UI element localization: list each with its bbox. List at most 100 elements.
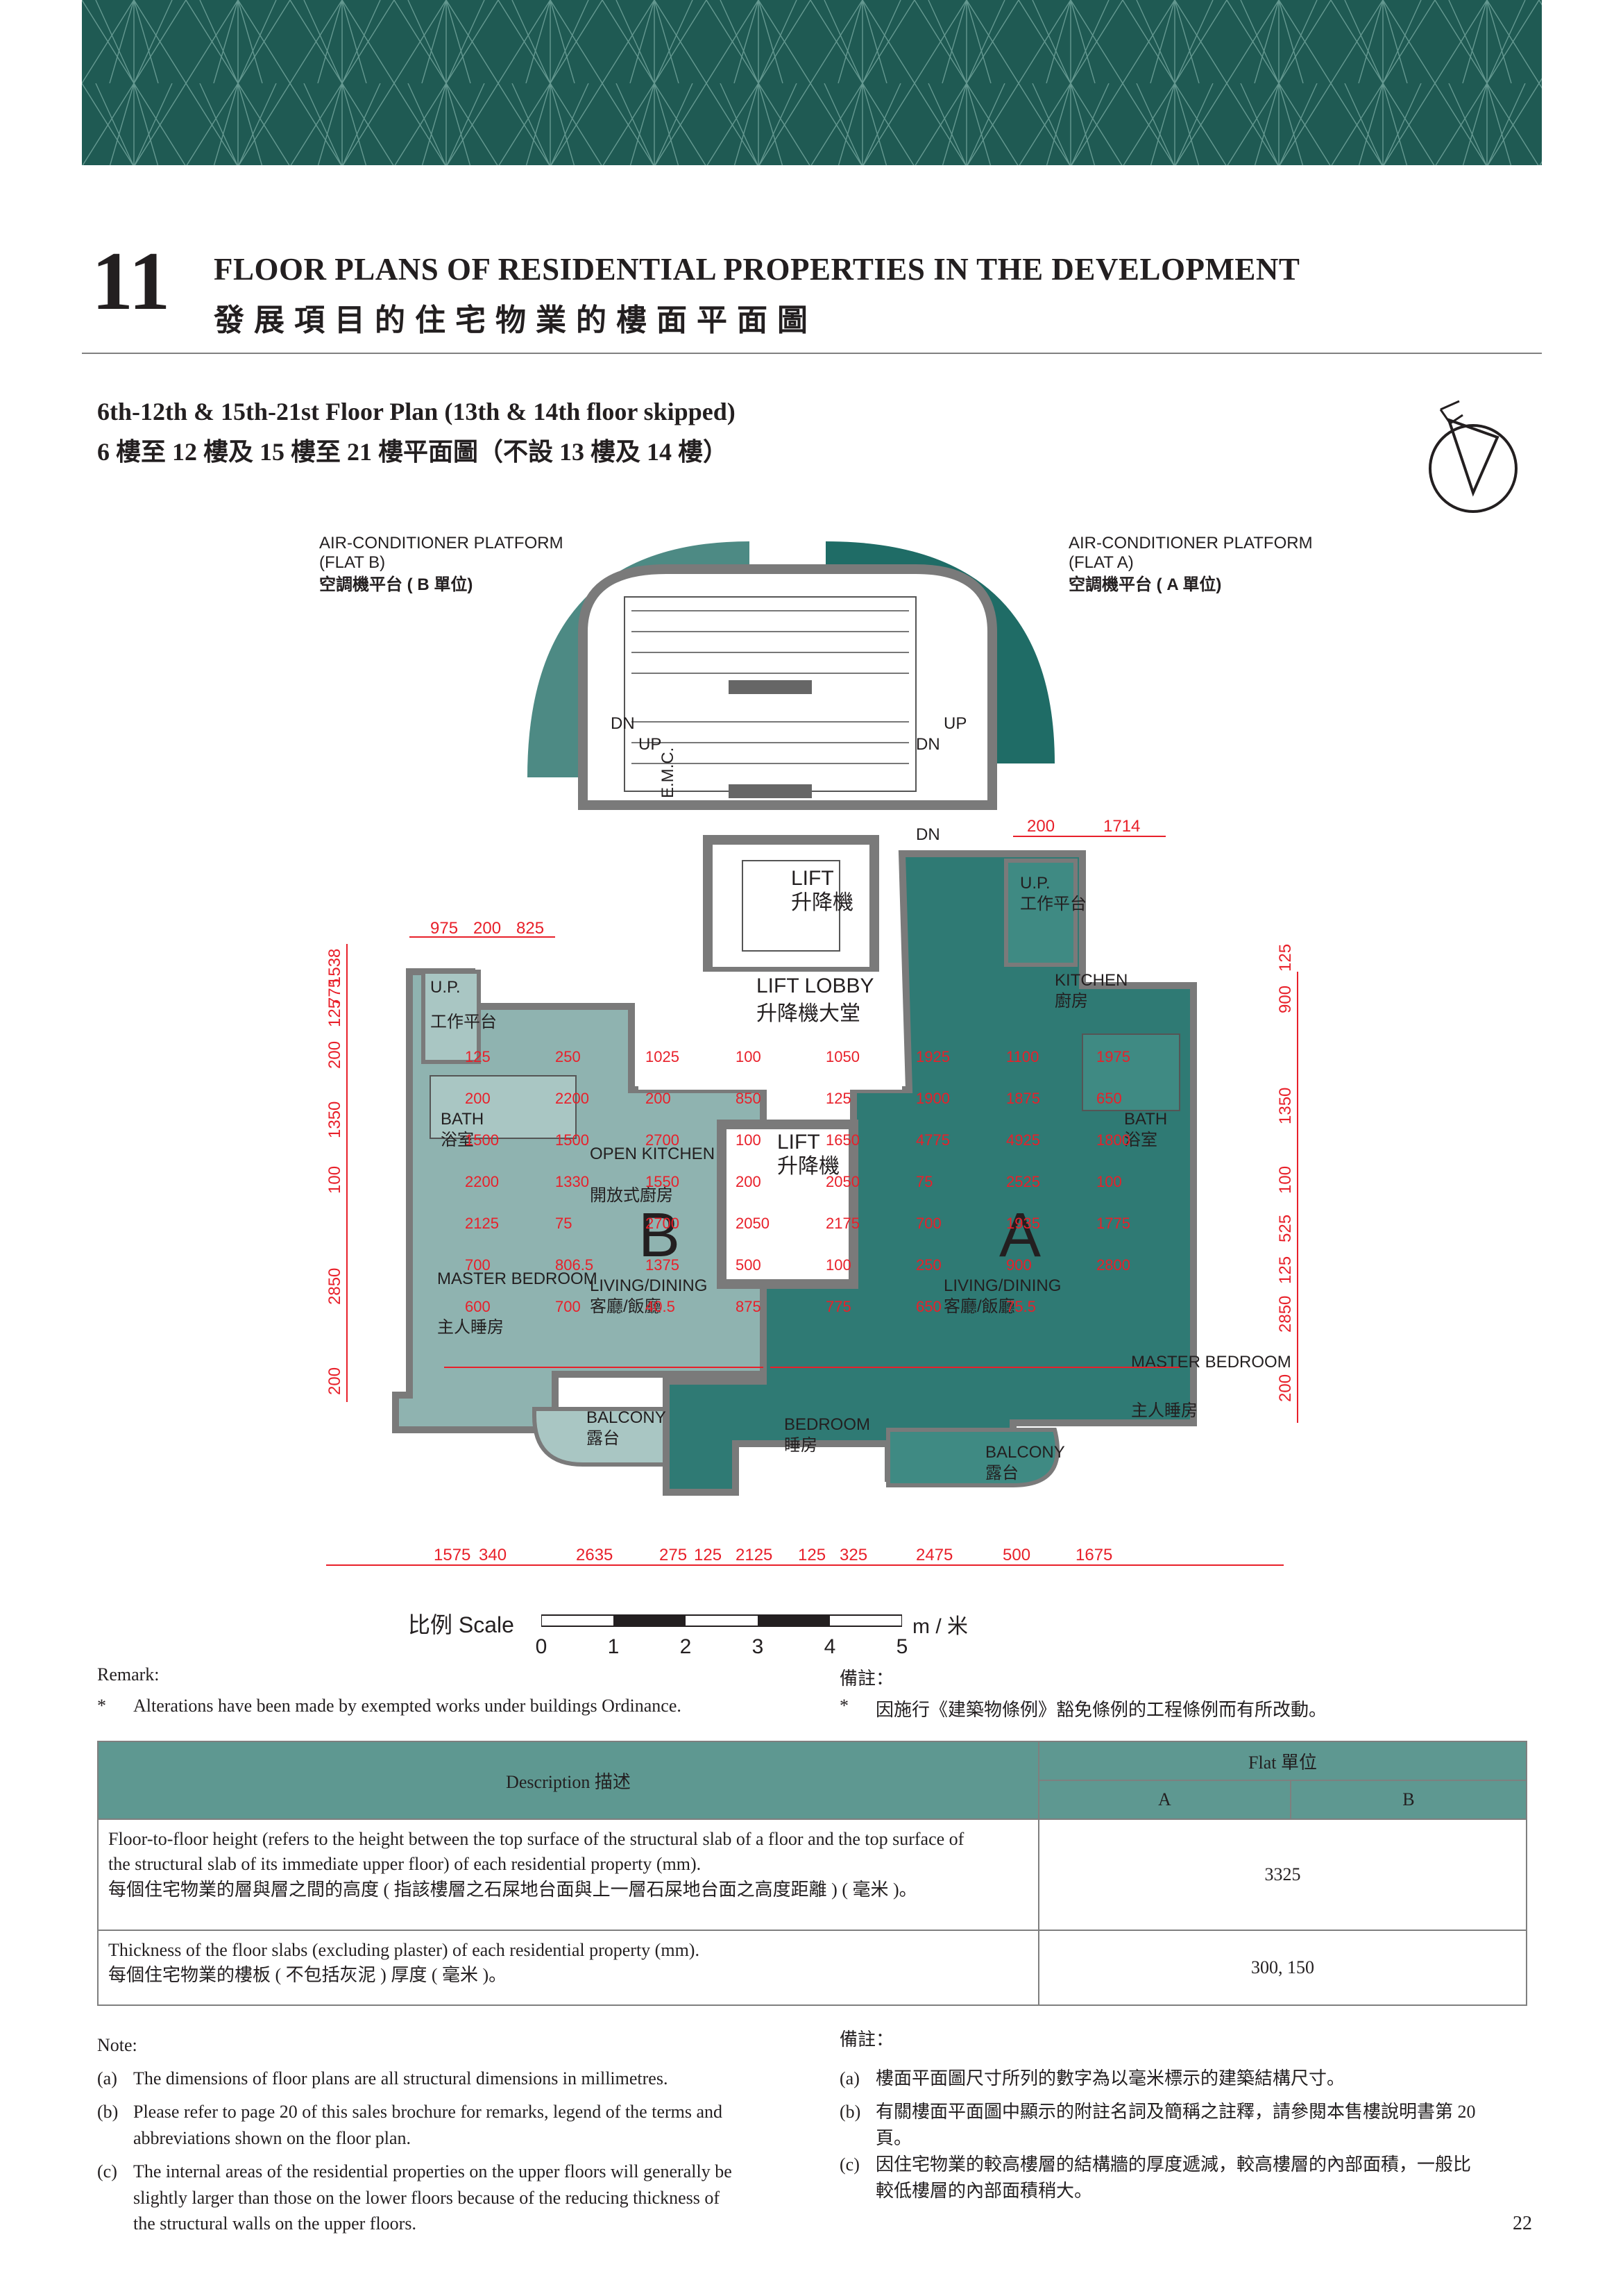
bath-b-label: BATH <box>441 1110 484 1129</box>
dimension-label: 200 <box>325 1367 344 1395</box>
dimension-label: 1875 <box>1006 1090 1040 1107</box>
floor-plan: AIR-CONDITIONER PLATFORM (FLAT B) 空調機平台 … <box>305 527 1325 1610</box>
dimension-label: 100 <box>325 1166 344 1194</box>
dimension-label: 1775 <box>1096 1215 1130 1232</box>
dimension-label: 2800 <box>1096 1256 1130 1274</box>
svg-text:空調機平台 ( B 單位): 空調機平台 ( B 單位) <box>319 575 473 594</box>
dimension-label: 2525 <box>1006 1173 1040 1190</box>
dimension-label: 200 <box>645 1090 671 1107</box>
dimension-label: 75 <box>916 1173 933 1190</box>
remark-text-zh: 因施行《建築物條例》豁免條例的工程條例而有所改動。 <box>876 1700 1327 1720</box>
scale-bar <box>541 1614 903 1628</box>
svg-text:U.P.: U.P. <box>1020 874 1051 893</box>
row-desc-en: Thickness of the floor slabs (excluding … <box>108 1940 699 1960</box>
dimension-label: 125 <box>465 1048 491 1065</box>
row-desc-en: Floor-to-floor height (refers to the hei… <box>108 1829 965 1849</box>
scale-tick: 5 <box>896 1635 908 1658</box>
flat-a-letter: A <box>999 1201 1041 1270</box>
dimension-label: 600 <box>465 1298 491 1315</box>
svg-text:浴室: 浴室 <box>441 1131 474 1149</box>
svg-text:廚房: 廚房 <box>1055 992 1088 1011</box>
bedroom-label: BEDROOM <box>784 1415 870 1434</box>
dimension-label: 900 <box>1276 986 1295 1013</box>
svg-text:客廳/飯廳: 客廳/飯廳 <box>590 1297 661 1316</box>
dimension-label: 2125 <box>465 1215 499 1232</box>
dimension-label: 1350 <box>325 1101 344 1138</box>
dimension-label: 1500 <box>555 1131 589 1149</box>
dimension-label: 75 <box>555 1215 572 1232</box>
scale-tick: 0 <box>535 1635 547 1658</box>
dimension-label: 2200 <box>555 1090 589 1107</box>
balcony-a <box>886 1428 1060 1487</box>
lift-label: LIFT <box>791 867 834 890</box>
dimension-top-a-group: 200 1714 <box>1027 817 1140 836</box>
lift-2 <box>717 1120 858 1289</box>
table-header-flat: Flat 單位 <box>1038 1741 1527 1781</box>
scale-tick: 4 <box>824 1635 836 1658</box>
north-arrow-icon <box>1421 396 1525 521</box>
dimension-label: 200 <box>1027 817 1055 836</box>
open-kitchen-label: OPEN KITCHEN <box>590 1145 715 1163</box>
svg-text:(FLAT B): (FLAT B) <box>319 553 385 572</box>
balcony-b-label: BALCONY <box>586 1408 666 1427</box>
svg-text:主人睡房: 主人睡房 <box>437 1318 504 1337</box>
svg-text:DN: DN <box>916 825 940 844</box>
dimension-label: 200 <box>325 1041 344 1069</box>
row-value: 3325 <box>1038 1818 1527 1931</box>
remark-text-en: Alterations have been made by exempted w… <box>133 1696 681 1716</box>
dimension-label: 200 <box>1276 1374 1295 1402</box>
dimension-label: 700 <box>465 1256 491 1274</box>
svg-text:開放式廚房: 開放式廚房 <box>590 1186 673 1205</box>
scale-tick: 3 <box>751 1635 764 1658</box>
dimension-label: 125 <box>798 1546 826 1564</box>
dimension-label: 1500 <box>465 1131 499 1149</box>
dimension-label: 4775 <box>916 1131 950 1149</box>
scale-tick: 2 <box>679 1635 692 1658</box>
svg-text:DN: DN <box>611 714 635 733</box>
banner-pattern <box>82 0 1542 165</box>
ac-a-label: AIR-CONDITIONER PLATFORM <box>1069 534 1313 552</box>
scale-tick: 1 <box>607 1635 620 1658</box>
dimension-label: 1550 <box>645 1173 679 1190</box>
plan-title-en: 6th-12th & 15th-21st Floor Plan (13th & … <box>97 398 736 425</box>
dimension-label: 2050 <box>826 1173 860 1190</box>
dimension-label: 1800 <box>1096 1131 1130 1149</box>
svg-text:浴室: 浴室 <box>1124 1131 1157 1149</box>
dimension-label: 2700 <box>645 1215 679 1232</box>
dimension-label: 850 <box>736 1090 761 1107</box>
table-row: Thickness of the floor slabs (excluding … <box>97 1930 1527 2006</box>
svg-text:UP: UP <box>638 735 661 754</box>
dimension-label: 1025 <box>645 1048 679 1065</box>
dimension-label: 125 <box>1276 1256 1295 1284</box>
dimension-label: 100 <box>1096 1173 1122 1190</box>
dimension-label: 1714 <box>1103 817 1140 836</box>
dimension-label: 525 <box>1276 1215 1295 1242</box>
remark-heading-zh: 備註： <box>840 1669 894 1689</box>
svg-text:E.M.C.: E.M.C. <box>658 748 677 798</box>
section-title-zh: 發展項目的住宅物業的樓面平面圖 <box>214 303 817 337</box>
svg-text:UP: UP <box>944 714 967 733</box>
dimension-label: 650 <box>1096 1090 1122 1107</box>
svg-text:露台: 露台 <box>586 1429 620 1448</box>
ac-b-label: AIR-CONDITIONER PLATFORM <box>319 534 563 552</box>
kitchen-a-label: KITCHEN <box>1055 971 1128 990</box>
dimension-label: 125 <box>826 1090 851 1107</box>
dimension-label: 775 <box>826 1298 851 1315</box>
master-b-label: MASTER BEDROOM <box>437 1269 597 1288</box>
dimension-label: 2850 <box>1276 1296 1295 1333</box>
row-desc-en: the structural slab of its immediate upp… <box>108 1854 702 1875</box>
dimension-label: 775 <box>325 979 344 1006</box>
dimension-label: 325 <box>840 1546 867 1564</box>
bath-a <box>1082 1033 1180 1111</box>
dimension-label: 875 <box>736 1298 761 1315</box>
dimension-label: 2700 <box>645 1131 679 1149</box>
dimension-label: 40.5 <box>645 1298 675 1315</box>
dimension-label: 700 <box>555 1298 581 1315</box>
section-title-en: FLOOR PLANS OF RESIDENTIAL PROPERTIES IN… <box>214 252 1300 287</box>
svg-text:工作平台: 工作平台 <box>1020 895 1087 913</box>
svg-text:露台: 露台 <box>985 1464 1019 1483</box>
dimension-label: 4925 <box>1006 1131 1040 1149</box>
dimension-label: 650 <box>916 1298 942 1315</box>
